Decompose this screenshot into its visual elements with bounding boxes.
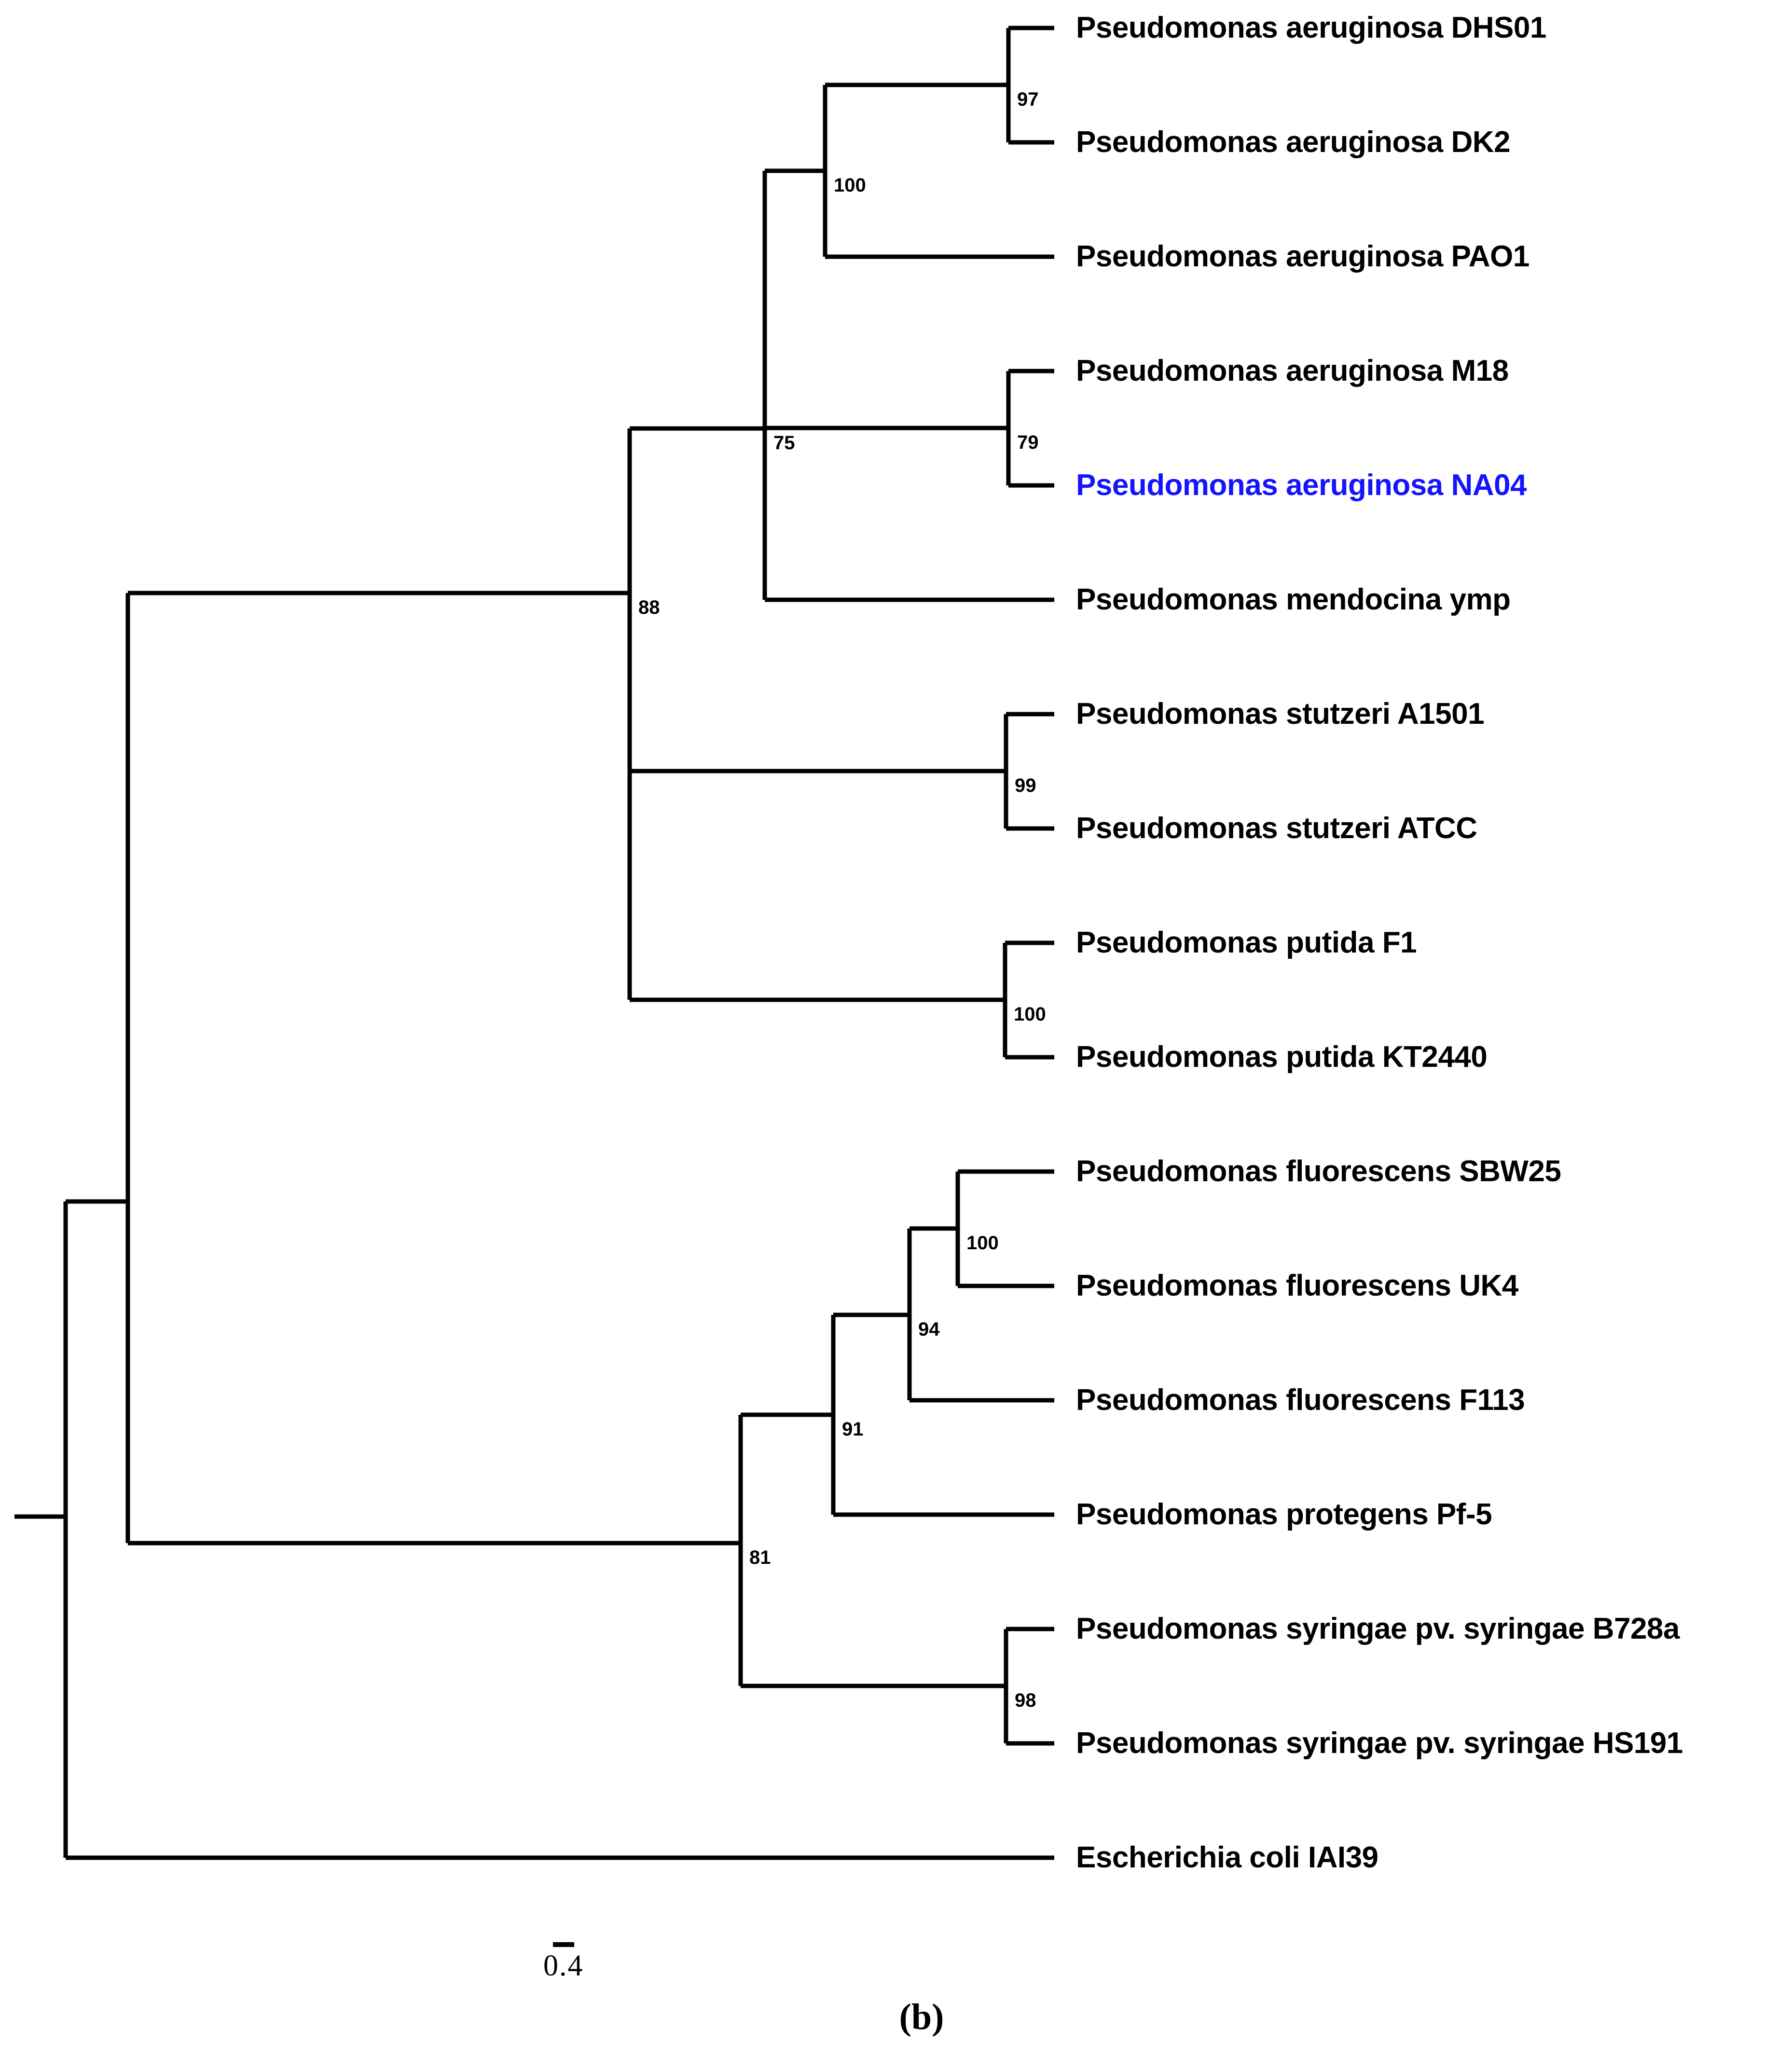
bootstrap-support-label: 88 <box>638 597 660 618</box>
taxon-label: Pseudomonas stutzeri A1501 <box>1076 697 1485 731</box>
bootstrap-support-label: 91 <box>842 1419 864 1440</box>
taxon-label: Escherichia coli IAI39 <box>1076 1841 1378 1874</box>
bootstrap-support-label: 100 <box>834 175 866 196</box>
bootstrap-support-label: 94 <box>918 1319 940 1340</box>
panel-label: (b) <box>899 1997 944 2037</box>
bootstrap-support-label: 100 <box>966 1232 999 1254</box>
taxon-label: Pseudomonas aeruginosa M18 <box>1076 354 1509 387</box>
taxon-label: Pseudomonas putida KT2440 <box>1076 1040 1488 1074</box>
scale-bar-line <box>552 1942 574 1947</box>
bootstrap-support-label: 100 <box>1014 1004 1046 1025</box>
taxon-label: Pseudomonas syringae pv. syringae B728a <box>1076 1612 1680 1645</box>
bootstrap-support-label: 97 <box>1017 89 1039 110</box>
taxon-label: Pseudomonas aeruginosa DK2 <box>1076 125 1511 159</box>
taxon-label: Pseudomonas aeruginosa DHS01 <box>1076 11 1546 44</box>
taxon-label: Pseudomonas stutzeri ATCC <box>1076 812 1477 845</box>
taxon-label: Pseudomonas mendocina ymp <box>1076 583 1511 616</box>
taxon-label: Pseudomonas aeruginosa NA04 <box>1076 469 1527 502</box>
taxon-label: Pseudomonas putida F1 <box>1076 926 1417 959</box>
bootstrap-support-label: 81 <box>749 1547 771 1568</box>
bootstrap-support-label: 98 <box>1015 1690 1036 1711</box>
tree-branches <box>14 26 1054 1860</box>
bootstrap-support-label: 75 <box>773 432 795 454</box>
taxon-label: Pseudomonas fluorescens SBW25 <box>1076 1155 1561 1188</box>
bootstrap-support-label: 99 <box>1015 775 1036 796</box>
scale-bar: 0.4 <box>543 1942 584 1982</box>
taxon-label: Pseudomonas aeruginosa PAO1 <box>1076 240 1530 273</box>
taxon-label: Pseudomonas fluorescens UK4 <box>1076 1269 1518 1302</box>
taxon-label: Pseudomonas protegens Pf-5 <box>1076 1498 1492 1531</box>
taxon-label: Pseudomonas fluorescens F113 <box>1076 1383 1525 1417</box>
bootstrap-support-label: 79 <box>1017 432 1039 453</box>
taxon-label: Pseudomonas syringae pv. syringae HS191 <box>1076 1726 1683 1760</box>
scale-bar-value: 0.4 <box>543 1949 584 1982</box>
